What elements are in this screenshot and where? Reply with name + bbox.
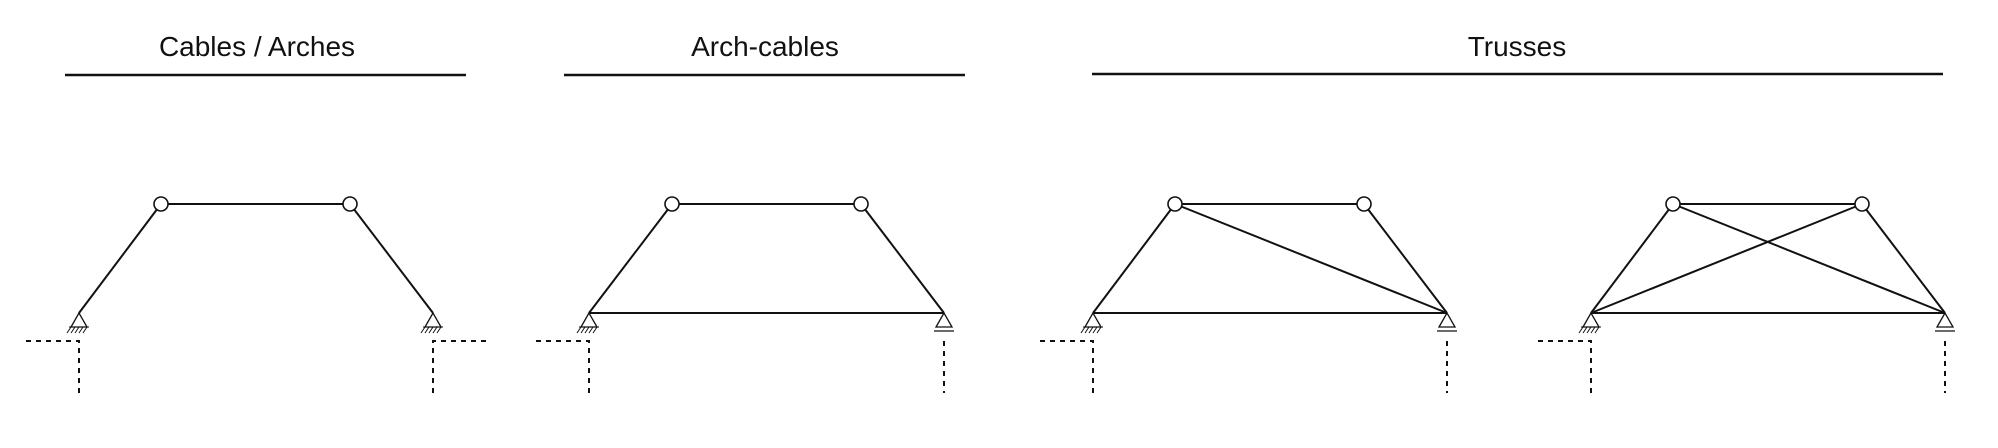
group-cables-arches: Cables / Arches [65, 31, 466, 77]
hinge-joint-right [1854, 196, 1870, 212]
hinge-joint-left [664, 196, 680, 212]
member-diagonal-up [1590, 203, 1863, 314]
hinge-joint-left [1665, 196, 1681, 212]
member-right-leg [1363, 203, 1448, 314]
hinge-joint-right [1356, 196, 1372, 212]
member-diagonal [1174, 203, 1448, 314]
pin-support-left [1578, 311, 1601, 334]
hinge-joint-right [342, 196, 358, 212]
ground-left [1040, 340, 1094, 393]
member-right-leg [860, 203, 945, 314]
hinge-joint-left [1167, 196, 1183, 212]
member-left-leg [1590, 203, 1674, 314]
member-left-leg [588, 203, 673, 314]
hinge-joint-right [853, 196, 869, 212]
roller-support-right [1935, 311, 1955, 332]
member-right-leg [1861, 203, 1946, 314]
pin-support-left [576, 311, 599, 334]
member-left-leg [1092, 203, 1176, 314]
roller-support-right [934, 311, 954, 332]
heading-trusses: Trusses [1468, 31, 1567, 62]
structure-truss-single-diagonal [1040, 196, 1457, 393]
pin-support-left [66, 311, 89, 334]
group-trusses: Trusses [1092, 31, 1943, 76]
group-arch-cables: Arch-cables [564, 31, 965, 77]
structure-truss-cross-diagonals [1538, 196, 1955, 393]
member-left-leg [78, 203, 162, 314]
structure-arch-cable [536, 196, 954, 393]
member-diagonal-down [1672, 203, 1946, 314]
pin-support-left [1080, 311, 1103, 334]
ground-left [536, 340, 590, 393]
member-right-leg [349, 203, 434, 314]
ground-left [1538, 340, 1592, 393]
heading-cables-arches: Cables / Arches [159, 31, 355, 62]
ground-left [26, 340, 80, 393]
hinge-joint-left [153, 196, 169, 212]
ground-right [432, 340, 486, 393]
heading-arch-cables: Arch-cables [691, 31, 839, 62]
roller-support-right [1437, 311, 1457, 332]
structure-cable-arch [26, 196, 486, 393]
pin-support-right [420, 311, 443, 334]
